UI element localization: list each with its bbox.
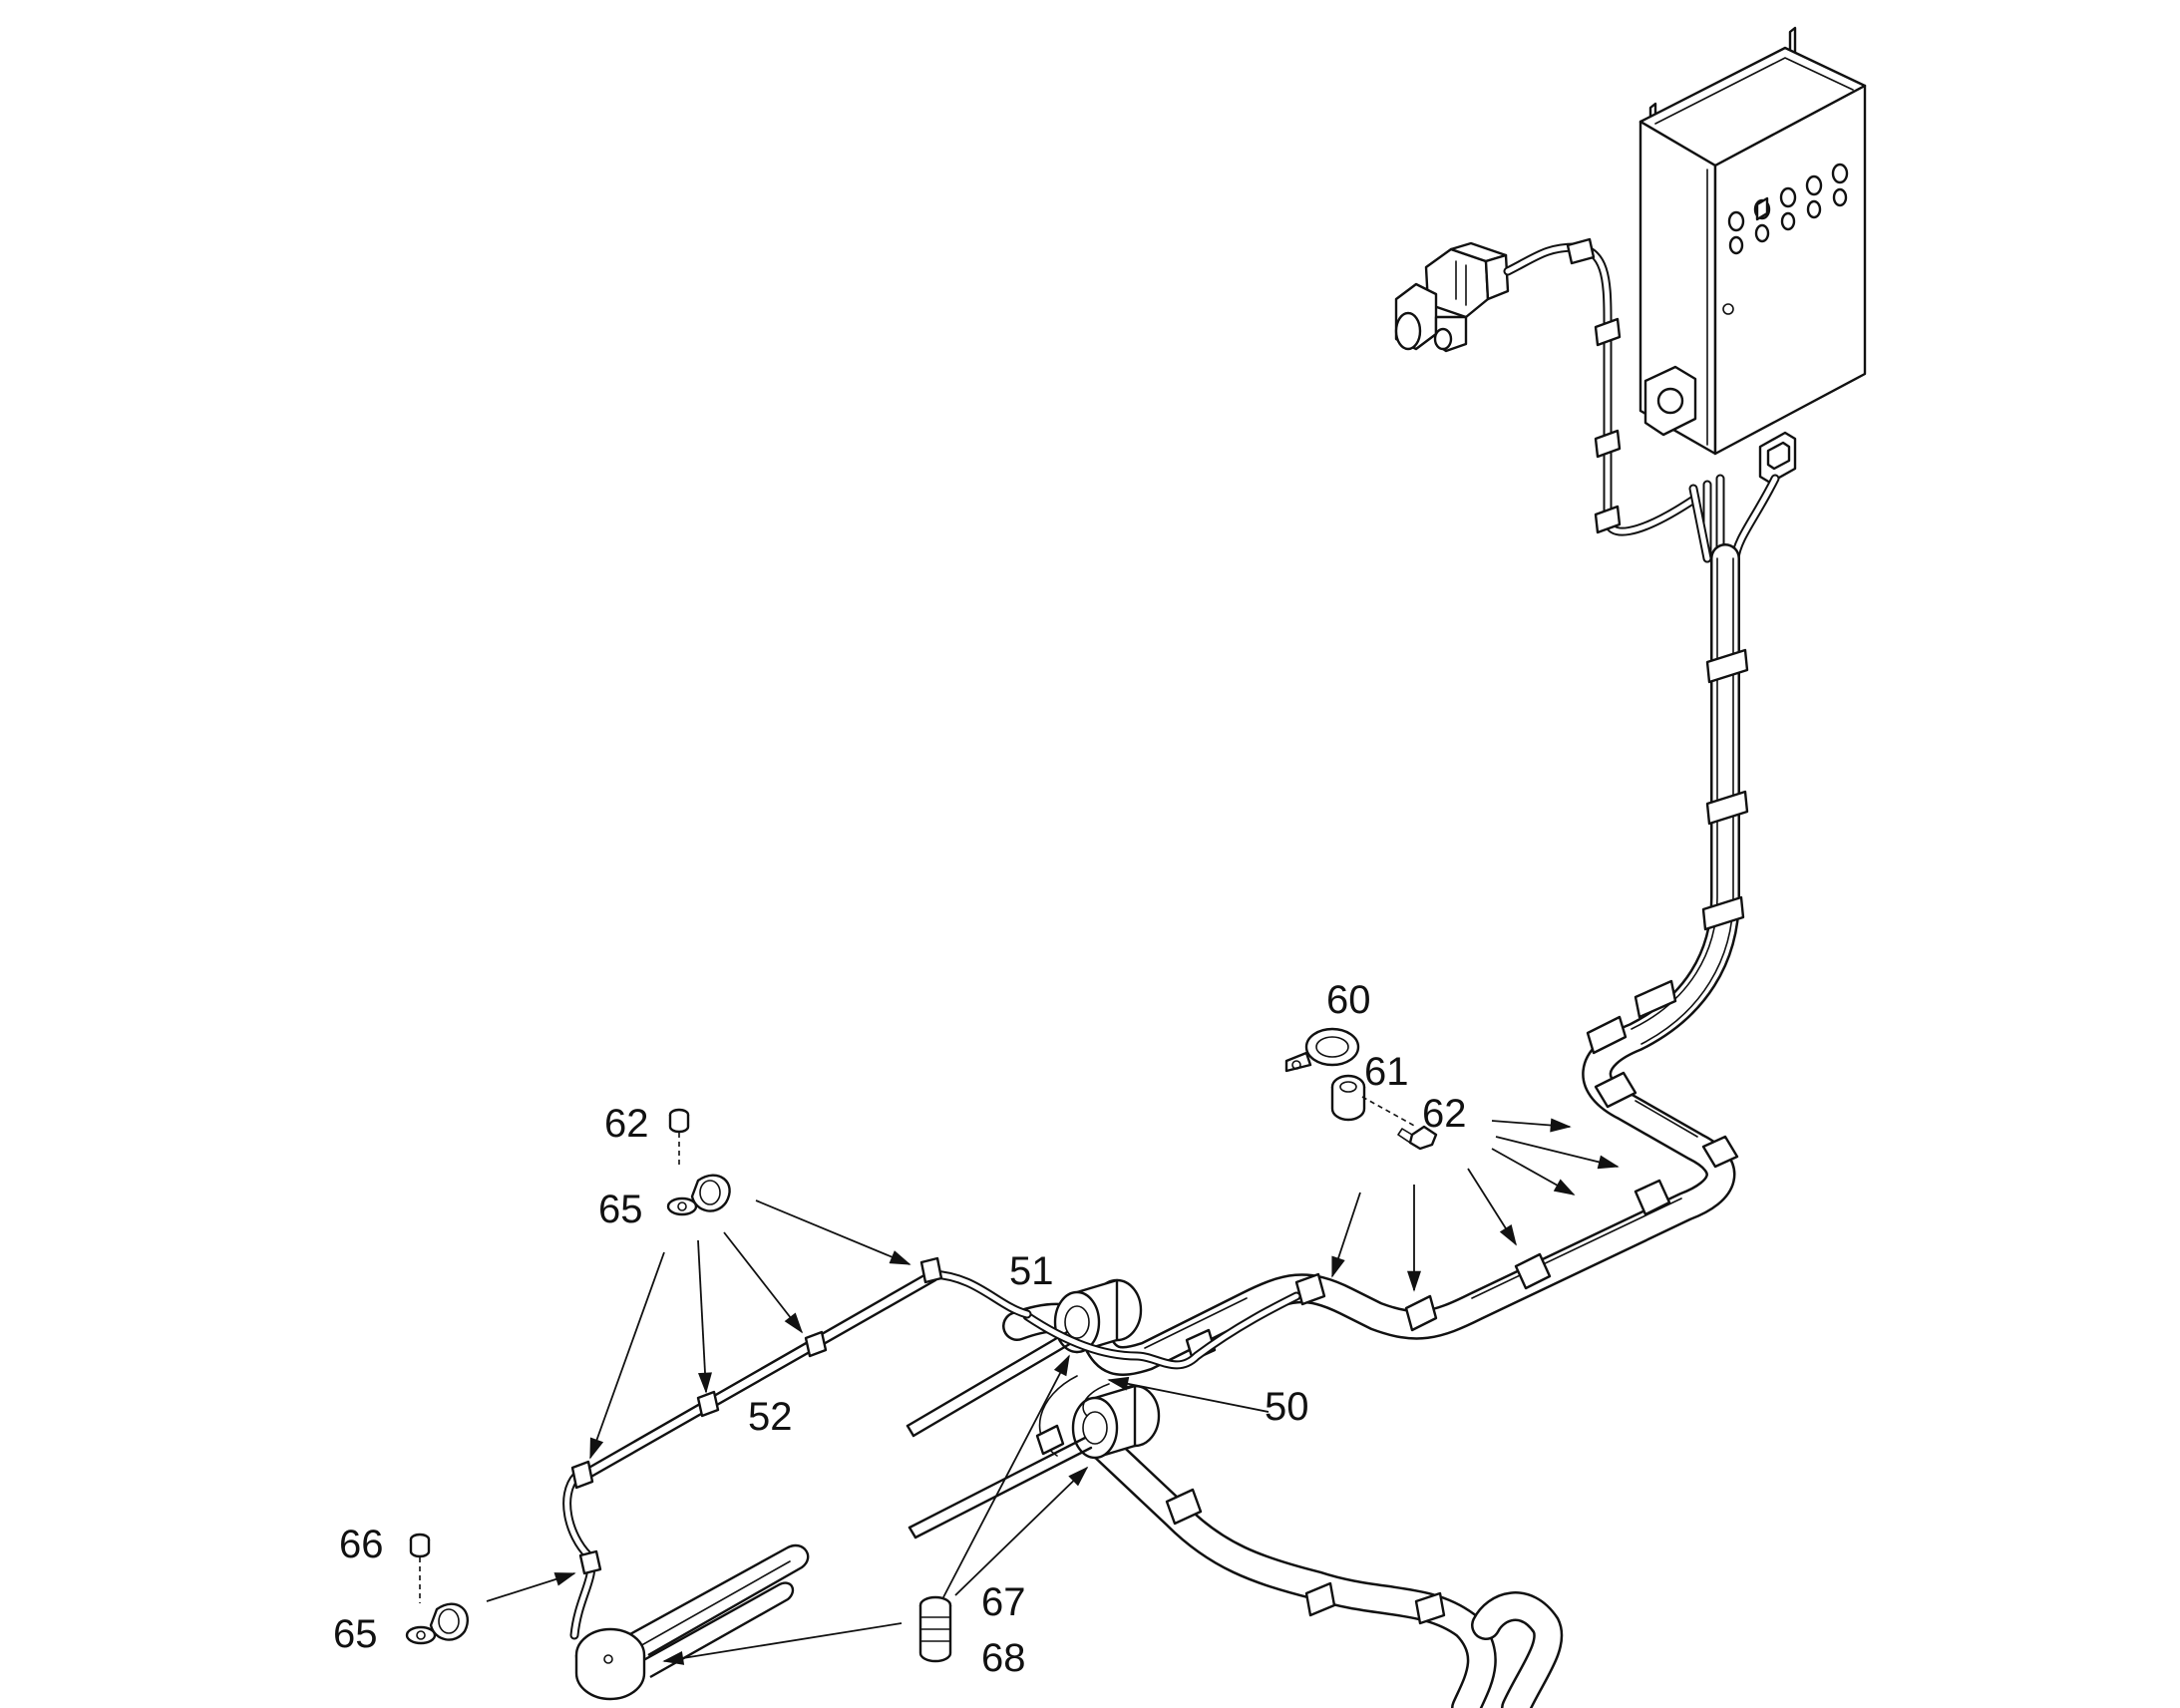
clamp-60 (1284, 1027, 1360, 1073)
callout-68: 68 (981, 1636, 1026, 1680)
callout-66: 66 (339, 1523, 384, 1566)
threaded-fitting-67-68 (918, 1595, 952, 1663)
callout-67: 67 (981, 1580, 1026, 1624)
heater-unit-50 (908, 1384, 1161, 1539)
callout-62-left: 62 (604, 1102, 649, 1146)
callout-60: 60 (1326, 978, 1371, 1022)
control-switches (1727, 163, 1849, 255)
leader-arrows (486, 1118, 1620, 1665)
grommet-61 (1330, 1074, 1366, 1122)
callout-50: 50 (1265, 1385, 1309, 1429)
conduit-clips (1165, 648, 1749, 1625)
callout-61: 61 (1364, 1050, 1409, 1094)
immersion-heater (574, 1543, 810, 1701)
control-box (1638, 26, 1867, 485)
p-clip-65-lower (405, 1602, 470, 1645)
callout-65-lower: 65 (333, 1612, 378, 1656)
screw-62-left (668, 1108, 690, 1169)
screw-66 (409, 1533, 431, 1603)
callout-65-upper: 65 (598, 1188, 643, 1231)
screw-62-right (1397, 1125, 1438, 1151)
callout-51: 51 (1009, 1249, 1054, 1293)
sensor-wire-52 (562, 1256, 1032, 1640)
pump-motor-assembly (1394, 241, 1510, 353)
p-clip-65-upper (666, 1174, 731, 1216)
callout-52: 52 (748, 1395, 793, 1439)
callout-62-right: 62 (1422, 1092, 1467, 1136)
control-cables (1503, 237, 1780, 563)
main-cable-conduit (1002, 543, 1740, 1708)
